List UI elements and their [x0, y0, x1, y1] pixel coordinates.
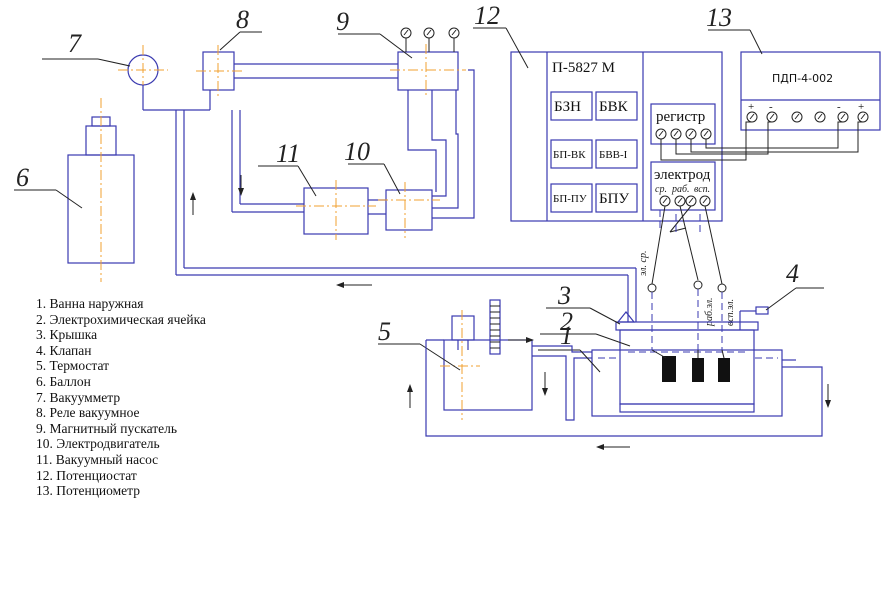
legend-item: 12. Потенциостат [36, 467, 137, 483]
polarity-3: - [837, 101, 841, 113]
label-number-5: 5 [378, 317, 391, 346]
block-bzn: БЗН [554, 99, 581, 115]
legend-item: 5. Термостат [36, 358, 109, 374]
register-potentiometer-wiring [660, 121, 863, 161]
valve-4 [739, 287, 824, 330]
block-bp-pu: БП-ПУ [553, 193, 587, 205]
water-circulation [407, 337, 831, 450]
electric-motor-10 [348, 163, 440, 238]
label-number-7: 7 [68, 29, 82, 58]
electrode-label: электрод [654, 167, 711, 183]
legend-item: 7. Вакуумметр [36, 389, 121, 405]
block-bvv-i: БВВ-I [599, 149, 628, 161]
vacuum-pump-11 [258, 165, 376, 240]
electrode-terminal-aux: всп. [694, 184, 710, 195]
legend-item: 9. Магнитный пускатель [36, 420, 178, 436]
label-number-3: 3 [557, 281, 571, 310]
label-number-10: 10 [344, 137, 370, 166]
magnetic-starter-9 [338, 27, 466, 98]
legend-item: 1. Ванна наружная [36, 296, 144, 311]
polarity-4: + [858, 101, 864, 113]
block-bp-vk: БП-ВК [553, 149, 586, 161]
legend-item: 8. Реле вакуумное [36, 405, 140, 421]
vacuum-lines [143, 90, 637, 322]
label-number-4: 4 [786, 259, 799, 288]
legend-item: 4. Клапан [36, 342, 92, 358]
label-number-6: 6 [16, 163, 29, 192]
label-number-11: 11 [276, 139, 300, 168]
relay-starter-connection [234, 63, 398, 79]
thermostat-5 [378, 299, 533, 420]
legend: 1. Ванна наружная 2. Электрохимическая я… [36, 296, 206, 499]
legend-item: 2. Электрохимическая ячейка [36, 311, 206, 327]
potentiostat-12 [473, 27, 723, 222]
potentiostat-model: П-5827 М [552, 60, 615, 76]
vacuum-gauge-7 [42, 45, 168, 110]
polarity-1: + [748, 101, 754, 113]
electrode-terminal-ref: ср. [655, 184, 667, 195]
register-block [650, 103, 716, 145]
vacuum-relay-8 [196, 31, 262, 97]
register-label: регистр [656, 109, 705, 125]
label-number-2: 2 [560, 307, 573, 336]
potentiometer-model: ПДП-4-002 [772, 72, 833, 85]
vacuum-flow-arrows [190, 175, 372, 288]
legend-item: 3. Крышка [36, 327, 98, 343]
polarity-2: - [769, 101, 773, 113]
potentiostat-blocks [550, 91, 638, 213]
label-number-1: 1 [560, 321, 573, 350]
electrode-wires [647, 205, 727, 350]
lid-3 [546, 307, 759, 331]
pump-motor-coupling [368, 199, 386, 215]
cylinder-6 [14, 98, 135, 282]
starter-motor-wiring [407, 69, 475, 219]
wire-label-ref: эл. ср. [638, 251, 649, 276]
wire-label-aux: всп.эл. [725, 299, 736, 326]
block-bpu: БПУ [599, 191, 629, 207]
legend-item: 11. Вакуумный насос [36, 451, 159, 467]
legend-item: 10. Электродвигатель [36, 436, 160, 452]
label-number-12: 12 [474, 1, 500, 30]
label-number-8: 8 [236, 5, 249, 34]
label-number-9: 9 [336, 7, 349, 36]
potentiometer-13 [708, 29, 881, 131]
block-bvk: БВК [599, 99, 629, 115]
label-number-13: 13 [706, 3, 732, 32]
legend-item: 13. Потенциометр [36, 483, 140, 499]
electrode-terminal-work: раб. [671, 184, 690, 195]
wire-label-work: раб.эл. [704, 297, 715, 327]
electrochemical-cell-2 [540, 329, 755, 405]
legend-item: 6. Баллон [36, 373, 91, 389]
